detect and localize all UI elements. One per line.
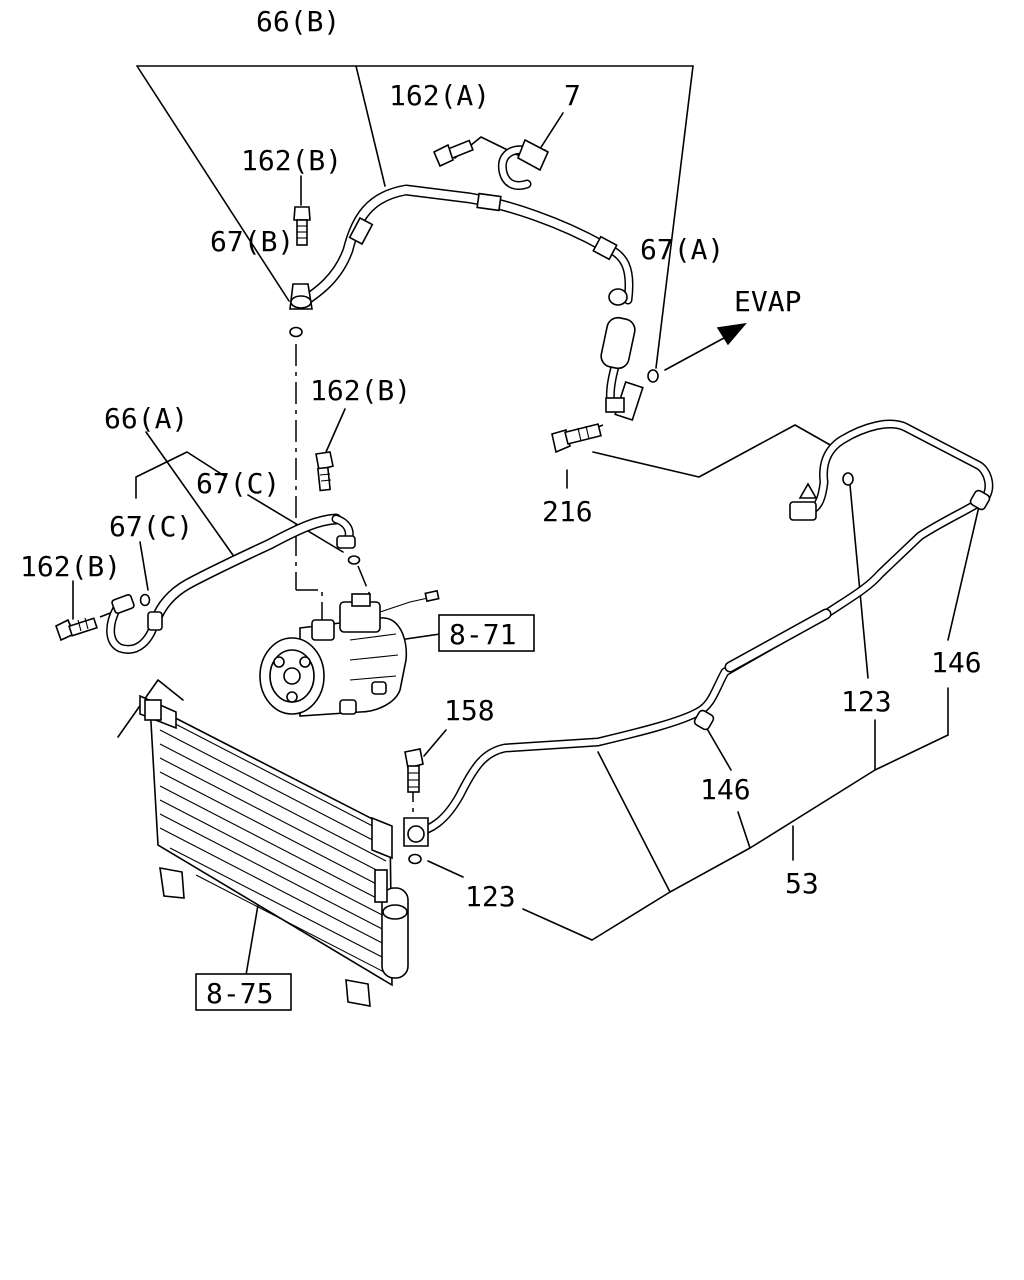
ref-box-condenser[interactable]: [195, 973, 292, 1011]
bolt-162a: [432, 139, 474, 168]
condenser-fins: [159, 715, 387, 974]
liquid-line-53: [403, 419, 994, 847]
bolt-162b-left: [55, 617, 98, 642]
suction-hose-66a: [106, 513, 356, 654]
label-ref-compressor[interactable]: 8-71: [449, 618, 516, 651]
label-162a[interactable]: 162(A): [389, 79, 490, 112]
condenser: [139, 694, 409, 1007]
label-ref-condenser[interactable]: 8-75: [206, 977, 273, 1010]
label-53[interactable]: 53: [785, 867, 819, 900]
label-67c-right[interactable]: 67(C): [196, 467, 280, 500]
evap-arrow: [716, 322, 747, 346]
bolt-162b-top: [293, 206, 311, 246]
label-66b[interactable]: 66(B): [256, 5, 340, 38]
o-ring-67c-left: [139, 593, 151, 607]
arrow-head-icon: [716, 322, 747, 346]
label-158[interactable]: 158: [444, 694, 495, 727]
compressor: [259, 589, 440, 717]
label-216[interactable]: 216: [542, 495, 593, 528]
label-146-right[interactable]: 146: [931, 646, 982, 679]
bolt-162b-mid: [315, 451, 334, 492]
o-ring-123-right: [842, 472, 854, 486]
label-67a[interactable]: 67(A): [640, 233, 724, 266]
o-rings: [139, 326, 854, 865]
label-7[interactable]: 7: [564, 79, 581, 112]
ref-box-compressor[interactable]: [438, 614, 535, 652]
label-67b[interactable]: 67(B): [210, 225, 294, 258]
label-162b-top[interactable]: 162(B): [241, 144, 342, 177]
label-evap: EVAP: [734, 285, 801, 318]
label-162b-mid[interactable]: 162(B): [310, 374, 411, 407]
bolt-216: [551, 423, 602, 454]
label-123-right[interactable]: 123: [841, 685, 892, 718]
bolts: [55, 139, 602, 793]
o-ring-67a: [647, 369, 659, 383]
discharge-hose-66b: [289, 184, 644, 421]
label-162b-left[interactable]: 162(B): [20, 550, 121, 583]
o-ring-123-bottom: [408, 853, 422, 865]
bolt-158: [404, 748, 424, 793]
leader-lines: [72, 65, 981, 976]
label-123-bottom[interactable]: 123: [465, 880, 516, 913]
o-ring-67c-right: [347, 555, 361, 565]
label-66a[interactable]: 66(A): [104, 402, 188, 435]
bracket-7: [497, 138, 550, 190]
o-ring-67b: [289, 326, 303, 338]
callout-labels: 66(B) 162(A) 7 162(B) 67(B) 67(A) EVAP 1…: [20, 5, 982, 1010]
label-146-mid[interactable]: 146: [700, 773, 751, 806]
label-67c-left[interactable]: 67(C): [109, 510, 193, 543]
